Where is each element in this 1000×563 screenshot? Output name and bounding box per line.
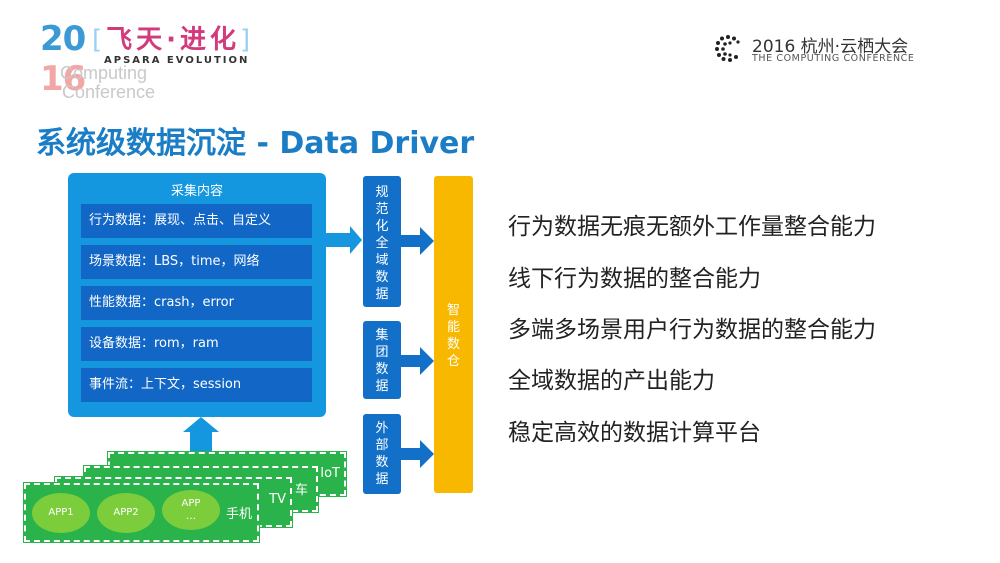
smart-data-warehouse-label: 智 能 数 仓 (434, 302, 473, 370)
global-data-label: 规 范 化 全 域 数 据 (363, 184, 401, 303)
collect-row-eventflow: 事件流：上下文，session (81, 368, 312, 402)
char: 团 (375, 345, 389, 360)
device-label-iot: IoT (320, 466, 340, 481)
collect-row-device: 设备数据：rom，ram (81, 327, 312, 361)
char: 数 (375, 455, 389, 470)
up-arrow-icon (183, 417, 219, 455)
external-data-bar: 外 部 数 据 (363, 414, 401, 494)
char: 智 (446, 303, 460, 318)
right-arrow-icon (401, 440, 434, 468)
global-data-bar: 规 范 化 全 域 数 据 (363, 176, 401, 307)
device-label-car: 车 (294, 483, 308, 498)
capability-item: 线下行为数据的整合能力 (508, 266, 761, 292)
computing-conference-logo-icon (715, 35, 740, 62)
char: 数 (375, 270, 389, 285)
char: 据 (375, 379, 389, 394)
char: 化 (375, 219, 389, 234)
char: 全 (375, 236, 389, 251)
external-data-label: 外 部 数 据 (363, 420, 401, 488)
char: 能 (446, 320, 460, 335)
collect-content-box: 采集内容 行为数据：展现、点击、自定义 场景数据：LBS，time，网络 性能数… (68, 173, 326, 417)
capability-item: 稳定高效的数据计算平台 (508, 420, 761, 446)
char: 规 (375, 185, 389, 200)
logo-computing-text: Computing (60, 63, 148, 83)
capability-item: 全域数据的产出能力 (508, 368, 715, 394)
collect-row-behavior: 行为数据：展现、点击、自定义 (81, 204, 312, 238)
char: 外 (375, 421, 389, 436)
device-layer-phone: APP1 APP2 APP … 手机 (24, 483, 259, 542)
collect-row-performance: 性能数据：crash，error (81, 286, 312, 320)
capability-item: 多端多场景用户行为数据的整合能力 (508, 317, 876, 343)
collect-row-scene: 场景数据：LBS，time，网络 (81, 245, 312, 279)
app-bubble-more: APP … (162, 490, 220, 530)
bracket-left: [ (92, 25, 107, 55)
logo-year-bottom: 16 (40, 59, 86, 99)
conference-subtitle: THE COMPUTING CONFERENCE (752, 53, 915, 64)
conference-title: 2016 杭州·云栖大会 (752, 37, 909, 57)
app-bubble: APP1 (32, 493, 90, 533)
capability-item: 行为数据无痕无额外工作量整合能力 (508, 214, 876, 240)
logo-conference-text: Conference (62, 82, 156, 102)
logo-title-text: 飞天·进化 (106, 25, 241, 55)
logo-year-top: 20 (40, 19, 86, 59)
char: 集 (375, 328, 389, 343)
logo-apsara-text: APSARA EVOLUTION (104, 55, 250, 66)
right-arrow-icon (401, 347, 434, 375)
device-label-phone: 手机 (225, 507, 252, 522)
logo-bracket-title: [飞天·进化] (92, 26, 254, 54)
group-data-label: 集 团 数 据 (363, 327, 401, 395)
collect-content-title: 采集内容 (170, 184, 223, 199)
app-bubble: APP2 (97, 493, 155, 533)
char: 范 (375, 202, 389, 217)
char: 域 (375, 253, 389, 268)
char: 仓 (446, 354, 460, 369)
page-title: 系统级数据沉淀 - Data Driver (36, 126, 475, 161)
smart-data-warehouse-bar: 智 能 数 仓 (434, 176, 473, 493)
device-label-tv: TV (269, 492, 286, 507)
char: 部 (375, 438, 389, 453)
char: 数 (375, 362, 389, 377)
right-arrow-icon (326, 226, 362, 254)
char: 据 (375, 472, 389, 487)
group-data-bar: 集 团 数 据 (363, 321, 401, 399)
char: 数 (446, 337, 460, 352)
bracket-right: ] (240, 25, 255, 55)
right-arrow-icon (401, 227, 434, 255)
char: 据 (375, 287, 389, 302)
